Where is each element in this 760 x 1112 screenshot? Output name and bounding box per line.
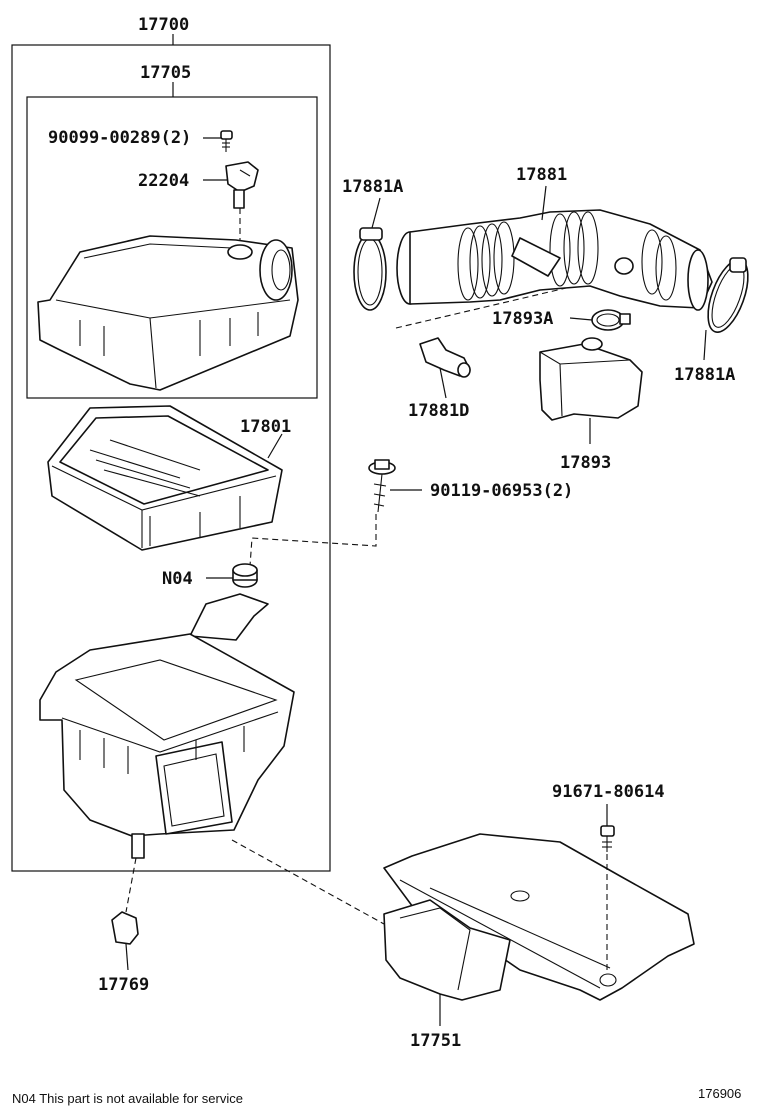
label-resonator: 17893 (560, 453, 611, 473)
label-clamp-left: 17881A (342, 177, 403, 197)
label-intake-duct: 17751 (410, 1031, 461, 1051)
bolt-part (368, 459, 396, 513)
resonator-part (539, 337, 643, 421)
diagram-id: 176906 (698, 1086, 741, 1101)
air-cleaner-case-part (39, 593, 295, 859)
drain-part (111, 911, 139, 945)
label-sensor: 22204 (138, 171, 189, 191)
subassembly-box-17705 (26, 96, 318, 399)
label-clamp-small: 17893A (492, 309, 553, 329)
label-screw-bottom: 91671-80614 (552, 782, 665, 802)
label-screw-top: 90099-00289(2) (48, 128, 191, 148)
label-hose: 17881 (516, 165, 567, 185)
air-cleaner-cap-part (37, 235, 299, 391)
air-filter-element-part (47, 405, 283, 551)
label-assembly: 17700 (138, 15, 189, 35)
intake-hose-part (396, 209, 713, 311)
assembly-box-17700 (11, 44, 331, 872)
screw-bottom-part (600, 825, 615, 852)
intake-duct-part (383, 833, 695, 1001)
label-grommet: N04 (162, 569, 193, 589)
hose-clamp-right-part (707, 257, 749, 333)
label-bolt: 90119-06953(2) (430, 481, 573, 501)
hose-clamp-left-part (353, 227, 387, 311)
label-filter: 17801 (240, 417, 291, 437)
label-cap-subassembly: 17705 (140, 63, 191, 83)
air-flow-sensor-part (225, 161, 259, 209)
small-clamp-part (591, 309, 631, 331)
fitting-part (419, 337, 471, 378)
footer-note: N04 This part is not available for servi… (12, 1091, 243, 1106)
screw-top-part (220, 130, 233, 152)
label-fitting: 17881D (408, 401, 469, 421)
grommet-part (232, 563, 258, 588)
label-clamp-right: 17881A (674, 365, 735, 385)
label-drain: 17769 (98, 975, 149, 995)
